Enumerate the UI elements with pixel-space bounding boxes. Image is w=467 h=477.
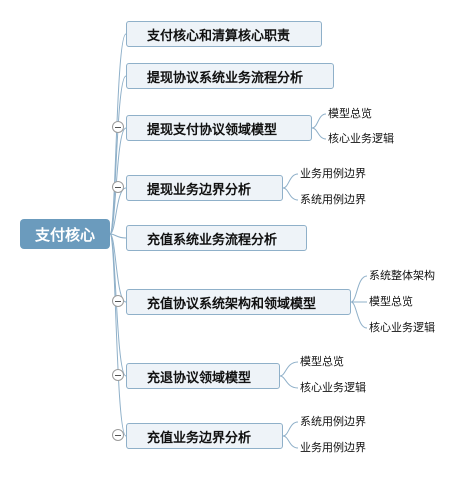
branch-topic[interactable]: 支付核心和清算核心职责 <box>126 21 322 47</box>
collapse-toggle-icon[interactable] <box>112 295 124 307</box>
branch-topic[interactable]: 充值协议系统架构和领域模型 <box>126 289 351 315</box>
connector-line <box>282 187 299 201</box>
branch-topic[interactable]: 充退协议领域模型 <box>126 363 280 389</box>
connector-line <box>282 421 299 437</box>
leaf-topic[interactable]: 模型总览 <box>369 295 413 308</box>
connector-line <box>109 187 127 235</box>
connector-line <box>109 233 127 239</box>
connector-line <box>282 435 299 449</box>
leaf-topic[interactable]: 系统用例边界 <box>300 193 366 206</box>
collapse-toggle-icon[interactable] <box>112 181 124 193</box>
leaf-topic[interactable]: 系统用例边界 <box>300 415 366 428</box>
branch-topic-label: 充值系统业务流程分析 <box>147 232 278 248</box>
collapse-toggle-icon[interactable] <box>112 121 124 133</box>
branch-topic-label: 充值协议系统架构和领域模型 <box>147 296 317 312</box>
branch-topic-label: 提现支付协议领域模型 <box>147 122 278 138</box>
branch-topic[interactable]: 提现协议系统业务流程分析 <box>126 63 334 89</box>
connector-line <box>311 113 327 129</box>
branch-topic[interactable]: 提现支付协议领域模型 <box>126 115 312 141</box>
leaf-topic[interactable]: 核心业务逻辑 <box>328 132 394 145</box>
branch-topic[interactable]: 提现业务边界分析 <box>126 175 283 201</box>
branch-topic[interactable]: 充值系统业务流程分析 <box>126 225 307 251</box>
branch-topic-label: 支付核心和清算核心职责 <box>147 28 291 44</box>
connector-line <box>350 301 368 329</box>
leaf-topic[interactable]: 核心业务逻辑 <box>369 321 435 334</box>
branch-topic-label: 提现协议系统业务流程分析 <box>147 70 304 86</box>
root-topic-label: 支付核心 <box>34 225 95 244</box>
leaf-topic[interactable]: 系统整体架构 <box>369 269 435 282</box>
collapse-toggle-icon[interactable] <box>112 369 124 381</box>
connector-line <box>279 361 299 377</box>
collapse-toggle-icon[interactable] <box>112 429 124 441</box>
leaf-topic[interactable]: 核心业务逻辑 <box>300 381 366 394</box>
branch-topic-label: 充退协议领域模型 <box>147 370 252 386</box>
connector-line <box>350 275 368 303</box>
branch-topic[interactable]: 充值业务边界分析 <box>126 423 283 449</box>
connector-line <box>282 173 299 189</box>
leaf-topic[interactable]: 模型总览 <box>328 107 372 120</box>
connector-line <box>109 233 127 437</box>
root-topic[interactable]: 支付核心 <box>20 219 110 249</box>
leaf-topic[interactable]: 业务用例边界 <box>300 167 366 180</box>
leaf-topic[interactable]: 模型总览 <box>300 355 344 368</box>
connector-line <box>279 375 299 389</box>
branch-topic-label: 充值业务边界分析 <box>147 430 252 446</box>
branch-topic-label: 提现业务边界分析 <box>147 182 252 198</box>
leaf-topic[interactable]: 业务用例边界 <box>300 441 366 454</box>
connector-line <box>311 127 327 140</box>
